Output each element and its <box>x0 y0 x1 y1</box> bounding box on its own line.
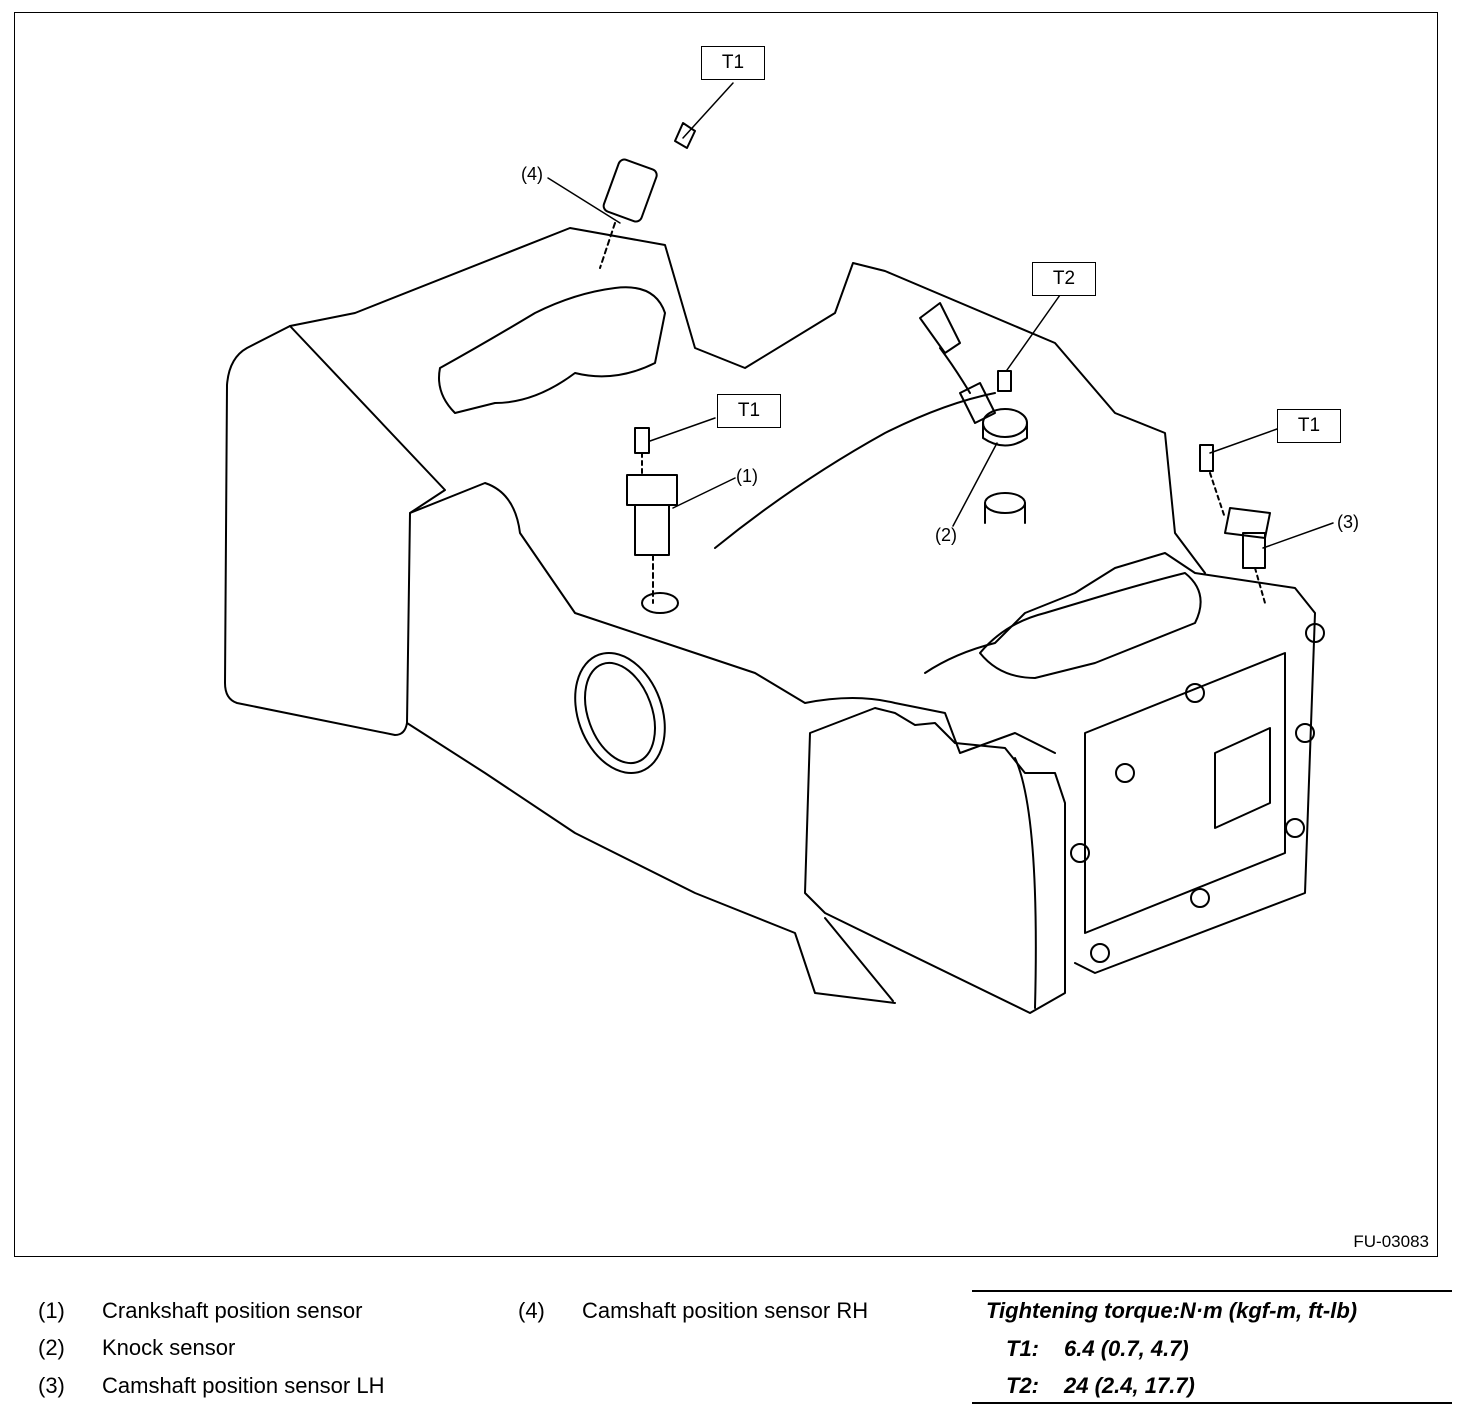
legend-text: Crankshaft position sensor <box>102 1298 363 1323</box>
left-valve-cover-ridge <box>438 286 666 414</box>
figure-id: FU-03083 <box>1353 1232 1429 1251</box>
bolt-3 <box>1285 818 1305 838</box>
legend-number: (1) <box>38 1298 65 1323</box>
part-label-2: (2) <box>935 525 957 545</box>
bolt-t2 <box>997 370 1012 392</box>
bolt-1 <box>1305 623 1325 643</box>
engine-block-bottom <box>406 722 896 1004</box>
part-label-1: (1) <box>736 466 758 486</box>
intake-opening-outer <box>574 651 666 775</box>
bolt-5 <box>1115 763 1135 783</box>
leader-1 <box>672 477 736 509</box>
leader-2 <box>952 442 998 527</box>
legend-number: (3) <box>38 1373 65 1398</box>
right-valve-cover-ridge <box>979 572 1202 679</box>
torque-title: Tightening torque:N·m (kgf-m, ft-lb) <box>986 1298 1358 1323</box>
right-timing-cover <box>804 707 1066 1014</box>
torque-key-t1: T1: <box>1006 1336 1039 1361</box>
part-label-3: (3) <box>1337 512 1359 532</box>
legend-text: Knock sensor <box>102 1335 236 1360</box>
right-front-plate <box>1084 652 1286 934</box>
harness-line-left <box>824 917 894 1002</box>
part-label-4: (4) <box>521 164 543 184</box>
legend-text: Camshaft position sensor RH <box>582 1298 869 1323</box>
bolt-t1-mid <box>634 427 650 454</box>
harness-line-right <box>1014 757 1037 1009</box>
leader-t1-top <box>682 82 734 139</box>
engine-block-front <box>409 482 1056 754</box>
torque-value-t2: 24 (2.4, 17.7) <box>1064 1373 1195 1398</box>
knock-sensor <box>982 408 1028 438</box>
torque-callout-t1-top: T1 <box>701 46 765 80</box>
leader-t1-mid <box>649 417 716 442</box>
torque-key-t2: T2: <box>1006 1373 1039 1398</box>
crank-sensor <box>626 474 678 506</box>
torque-callout-t2: T2 <box>1032 262 1096 296</box>
cam-sensor-rh <box>602 158 658 223</box>
left-timing-cover <box>224 325 446 736</box>
valley-line <box>714 392 996 549</box>
bolt-4 <box>1185 683 1205 703</box>
legend-number: (4) <box>518 1298 545 1323</box>
intake-opening-inner <box>584 661 656 765</box>
bolt-7 <box>1190 888 1210 908</box>
leader-3 <box>1262 522 1334 549</box>
leader-t1-right <box>1209 428 1278 454</box>
torque-table: Tightening torque:N·m (kgf-m, ft-lb) T1:… <box>972 1290 1452 1404</box>
bolt-2 <box>1295 723 1315 743</box>
bolt-6 <box>1070 843 1090 863</box>
torque-callout-t1-right: T1 <box>1277 409 1341 443</box>
leader-4 <box>547 177 621 224</box>
legend-text: Camshaft position sensor LH <box>102 1373 385 1398</box>
right-plate-window <box>1214 727 1271 829</box>
figure-frame: T1 T1 T2 T1 (4) (1) (2) (3) FU-03083 <box>14 12 1438 1257</box>
engine-illustration <box>224 82 1334 1014</box>
torque-callout-t1-middle: T1 <box>717 394 781 428</box>
right-cylinder-head <box>924 552 1316 974</box>
leader-t2 <box>1006 294 1061 371</box>
bolt-8 <box>1090 943 1110 963</box>
left-cylinder-head <box>289 227 1206 574</box>
torque-value-t1: 6.4 (0.7, 4.7) <box>1064 1336 1189 1361</box>
bolt-t1-right <box>1199 444 1214 472</box>
legend-number: (2) <box>38 1335 65 1360</box>
